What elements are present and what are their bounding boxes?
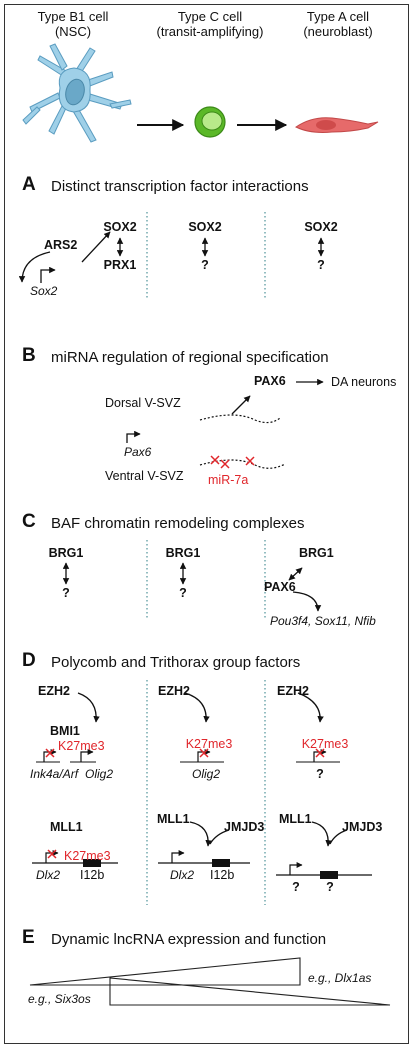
k27me3-label-b1: K27me3 [58,739,105,753]
mll1-label-c: MLL1 [157,812,190,826]
cell-name: Type C cell [177,9,243,24]
nsc-cell-illustration [22,43,132,143]
section-d-title: Polycomb and Trithorax group factors [51,654,301,671]
da-neurons-label: DA neurons [331,375,397,389]
cell-subtitle: (neuroblast) [303,24,373,39]
k27me3-label-a: K27me3 [301,737,349,751]
sox2-label-b1: SOX2 [103,220,137,234]
unknown-partner-a: ? [317,258,325,272]
mll1-label-b1: MLL1 [50,820,83,834]
k27me3-label-c: K27me3 [185,737,233,751]
section-a-letter: A [22,174,36,195]
unknown-enhancer-a: ? [326,880,334,894]
section-b-title: miRNA regulation of regional specificati… [51,349,329,366]
dlx1as-label: e.g., Dlx1as [308,971,372,985]
ink4a-arf-gene-label: Ink4a/Arf [30,767,79,781]
section-c-letter: C [22,511,36,532]
header-a-cell: Type A cell (neuroblast) [303,9,372,39]
i12b-label-c: I12b [210,868,235,882]
unknown-gene-a-2: ? [292,880,300,894]
pax6-gene-label: Pax6 [124,445,152,459]
sox2-label-c: SOX2 [188,220,222,234]
unknown-gene-a: ? [316,767,324,781]
olig2-gene-label-b1: Olig2 [85,767,114,781]
mll1-label-a: MLL1 [279,812,312,826]
ventral-vsvz-label: Ventral V-SVZ [105,469,184,483]
brg1-label-b1: BRG1 [48,546,84,560]
prx1-label: PRX1 [103,258,137,272]
header-b1-cell: Type B1 cell (NSC) [38,9,109,39]
section-a-title: Distinct transcription factor interactio… [51,178,309,195]
pax6-protein-label: PAX6 [254,374,286,388]
sox2-label-a: SOX2 [304,220,338,234]
section-c-title: BAF chromatin remodeling complexes [51,515,305,532]
pax6-label-c: PAX6 [264,580,296,594]
mirna-crosses [210,455,255,469]
bmi1-label: BMI1 [50,724,80,738]
cell-subtitle: (transit-amplifying) [156,24,264,39]
section-d-letter: D [22,650,36,671]
column-dividers [146,212,266,905]
dlx2-gene-label-c: Dlx2 [170,868,195,882]
jmjd3-label-c: JMJD3 [224,820,265,834]
mir-7a-label: miR-7a [208,473,249,487]
section-e-title: Dynamic lncRNA expression and function [51,931,327,948]
pax6-targets-label: Pou3f4, Sox11, Nfib [270,614,376,628]
lncrna-wedges [29,957,391,1006]
ezh2-label-b1: EZH2 [38,684,70,698]
dlx2-gene-label-b1: Dlx2 [36,868,61,882]
cell-name: Type A cell [306,9,370,24]
brg1-label-c: BRG1 [165,546,201,560]
k27me3-label-dlx2: K27me3 [64,849,111,863]
section-b-letter: B [22,345,36,366]
six3os-label: e.g., Six3os [28,992,91,1006]
neuroblast-illustration [295,117,379,133]
unknown-partner-c-c: ? [179,586,187,600]
cell-subtitle: (NSC) [54,24,92,39]
i12b-label-b1: I12b [80,868,105,882]
cell-name: Type B1 cell [37,9,109,24]
jmjd3-label-a: JMJD3 [342,820,383,834]
section-e-letter: E [22,927,35,948]
ezh2-label-a: EZH2 [277,684,309,698]
ars2-label: ARS2 [44,238,78,252]
olig2-gene-label-c: Olig2 [191,767,221,781]
header-c-cell: Type C cell (transit-amplifying) [157,9,264,39]
brg1-label-a: BRG1 [299,546,334,560]
unknown-partner-c-b1: ? [62,586,70,600]
ezh2-label-c: EZH2 [158,684,190,698]
figure-frame [4,4,409,1044]
sox2-gene-label: Sox2 [30,284,58,298]
dorsal-vsvz-label: Dorsal V-SVZ [105,396,181,410]
c-cell-illustration [194,106,226,138]
unknown-partner-c: ? [201,258,209,272]
